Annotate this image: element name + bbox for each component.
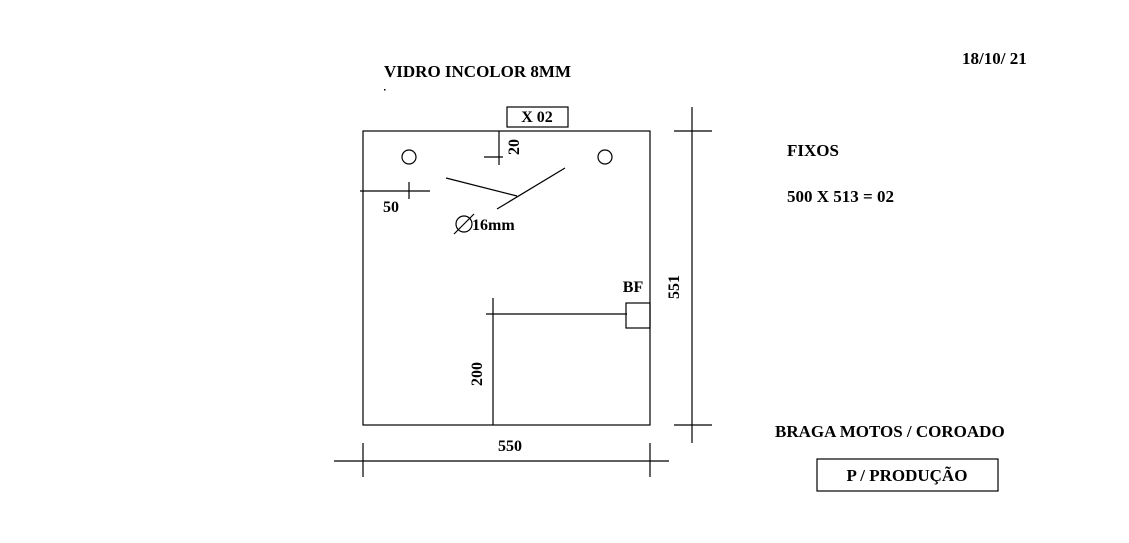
bf-box	[625, 302, 651, 329]
notes-title: FIXOS	[787, 141, 839, 160]
bf-label: BF	[623, 279, 644, 296]
hole-right	[597, 149, 613, 165]
stray-dot	[384, 89, 386, 91]
date-label: 18/10/ 21	[962, 49, 1027, 68]
hole-offset-side-label: 50	[383, 199, 399, 216]
hole-offset-top-label: 20	[506, 139, 523, 155]
destination-label: P / PRODUÇÃO	[847, 466, 968, 485]
destination-box	[816, 458, 999, 492]
overall-width-label: 550	[498, 438, 522, 455]
leader-line-left	[445, 177, 518, 197]
notes-spec: 500 X 513 = 02	[787, 187, 894, 206]
client-label: BRAGA MOTOS / COROADO	[775, 422, 1005, 441]
bf-offset-bottom-label: 200	[469, 362, 486, 386]
quantity-tag-box	[506, 106, 569, 128]
diameter-icon-slash	[453, 213, 475, 235]
hole-left	[401, 149, 417, 165]
quantity-tag: X 02	[521, 109, 553, 126]
overall-height-label: 551	[666, 275, 683, 299]
hole-diameter-label: 16mm	[472, 217, 515, 234]
glass-panel-outline	[362, 130, 651, 426]
leader-line-right	[496, 167, 566, 210]
material-title: VIDRO INCOLOR 8MM	[384, 62, 571, 81]
diameter-icon	[455, 215, 473, 233]
